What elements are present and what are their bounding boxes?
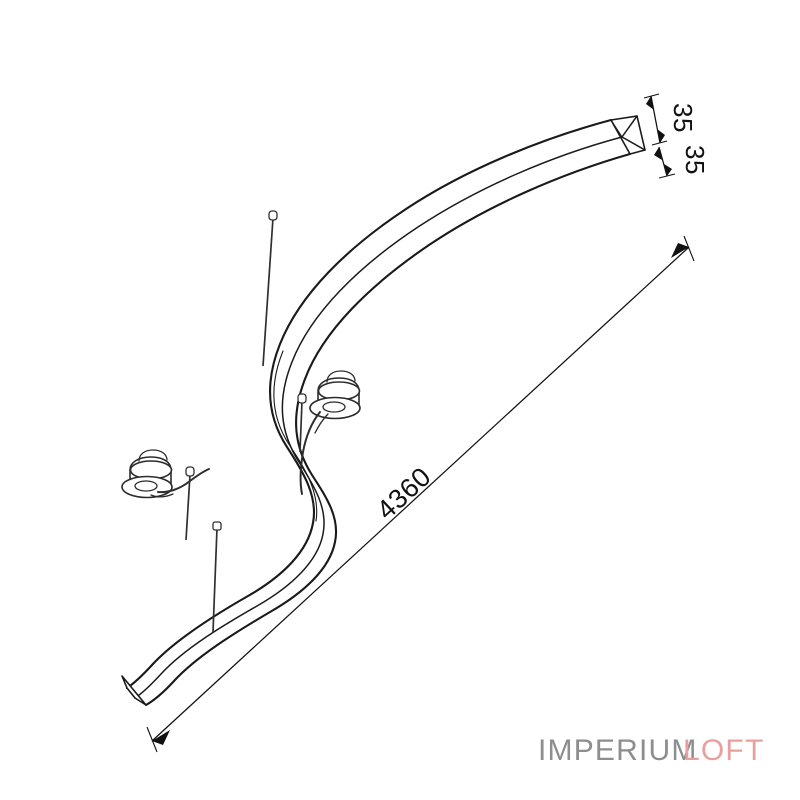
end-cap-edge-b — [621, 136, 646, 151]
profile-height-value: 35 — [680, 145, 710, 175]
canopy-upper-pin-shaft — [299, 400, 303, 453]
fixture-bottom-edge — [144, 152, 632, 707]
fixture-body — [121, 115, 646, 707]
canopy-upper-base-flange — [309, 396, 361, 420]
brand-text-loft: LOFT — [683, 734, 764, 767]
suspension-rod-lower-shaft — [212, 527, 218, 633]
cable-upper-secondary — [314, 413, 329, 434]
canopy-upper-bore — [322, 401, 346, 413]
canopy-upper-pin — [297, 393, 307, 453]
canopy-lower — [121, 449, 210, 541]
end-cap-face — [610, 115, 646, 155]
end-cap-left-face — [121, 675, 147, 706]
suspension-rod-upper-tip — [268, 210, 278, 221]
fixture-fold-line-upper — [273, 350, 318, 522]
canopy-upper — [297, 370, 361, 495]
canopy-lower-pin-shaft — [185, 474, 191, 541]
end-cap-edge-c — [610, 119, 623, 138]
overall-length-value: 4360 — [371, 461, 437, 525]
end-cap-edge-a — [621, 115, 638, 138]
profile-width-value: 35 — [668, 103, 698, 133]
profile-width-tick-top — [643, 93, 660, 99]
end-cap-left — [121, 675, 147, 706]
profile-width-arrow-bottom — [657, 129, 665, 143]
profile-height-dimension-line — [658, 146, 668, 177]
dimension-arrowhead-right — [671, 243, 689, 258]
fixture-top-edge — [125, 118, 613, 690]
end-cap-right — [610, 115, 646, 155]
fixture-middle-edge — [134, 136, 623, 699]
canopy-lower-base-flange — [121, 475, 173, 499]
canopy-lower-strap — [138, 449, 168, 462]
suspension-rod-lower-tip — [212, 521, 222, 531]
overall-length-dimension-line — [151, 246, 690, 742]
profile-width-arrow-top — [646, 96, 654, 110]
canopy-upper-strap — [326, 370, 356, 383]
cable-upper — [299, 411, 321, 495]
canopy-lower-pin — [185, 466, 195, 541]
suspension-rod-upper — [262, 210, 278, 367]
canopy-upper-pin-tip — [297, 393, 307, 404]
suspension-rods — [212, 210, 278, 633]
profile-dimensions-group: 35 35 — [643, 93, 710, 179]
suspension-rod-lower — [212, 521, 222, 633]
brand-watermark: IMPERIUM LOFT — [538, 734, 764, 767]
overall-length-dimension: 4360 — [146, 235, 695, 753]
suspension-rod-upper-shaft — [262, 217, 274, 367]
dimension-arrowhead-left — [152, 730, 170, 745]
dimension-tick-left — [146, 726, 158, 753]
brand-text-imperium: IMPERIUM — [538, 734, 698, 767]
profile-height-arrow-top — [654, 147, 662, 160]
profile-height-arrow-bottom — [664, 164, 672, 176]
dimension-tick-right — [683, 235, 695, 262]
canopy-lower-bore — [134, 480, 158, 492]
cable-lower-secondary — [150, 493, 174, 498]
profile-height-tick-bottom — [658, 173, 676, 179]
canopy-lower-pin-tip — [185, 466, 195, 477]
profile-width-tick-bottom — [651, 140, 668, 146]
